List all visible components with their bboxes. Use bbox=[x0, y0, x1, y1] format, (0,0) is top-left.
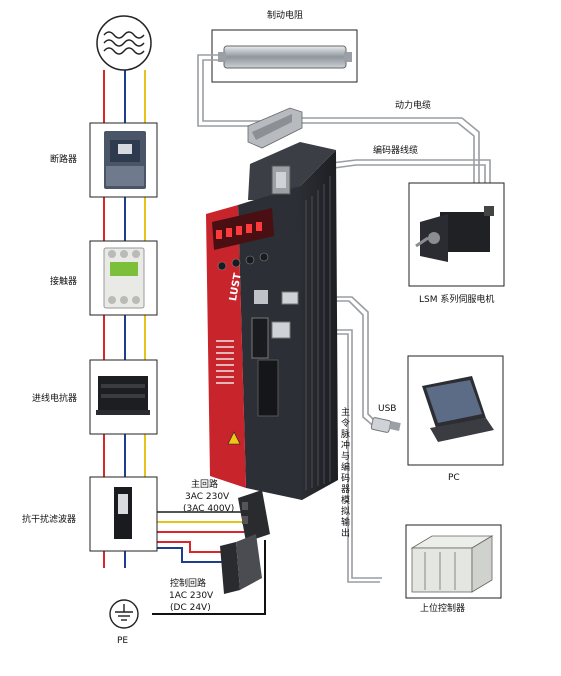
main-circuit-voltage: 3AC 230V bbox=[185, 492, 230, 502]
control-circuit-voltage: 1AC 230V bbox=[169, 591, 214, 601]
braking-resistor bbox=[211, 29, 358, 83]
reactor-box bbox=[89, 359, 158, 435]
filter-box bbox=[89, 476, 158, 552]
breaker-label: 断路器 bbox=[50, 155, 78, 165]
usb-label: USB bbox=[378, 404, 397, 414]
braking-resistor-label: 制动电阻 bbox=[267, 11, 304, 21]
control-circuit-plug bbox=[220, 534, 262, 594]
pc-label: PC bbox=[448, 473, 460, 483]
laptop-pc bbox=[407, 355, 504, 466]
main-circuit-plug bbox=[238, 490, 270, 542]
filter-label: 抗干扰滤波器 bbox=[22, 515, 77, 525]
encoder-cable-label: 编码器线缆 bbox=[373, 146, 419, 156]
main-circuit-title: 主回路 bbox=[191, 480, 219, 490]
contactor-box bbox=[89, 240, 158, 316]
contactor-label: 接触器 bbox=[50, 277, 78, 287]
host-controller bbox=[405, 524, 502, 599]
sine-wave-icon bbox=[96, 15, 152, 71]
pulse-line-label: 主令脉冲与编码器模拟输出 bbox=[340, 408, 350, 539]
pe-label: PE bbox=[117, 636, 129, 646]
motor-label: LSM 系列伺服电机 bbox=[419, 295, 495, 305]
host-controller-label: 上位控制器 bbox=[420, 604, 466, 614]
filter-to-drive-wires bbox=[152, 511, 266, 615]
servo-motor bbox=[408, 182, 505, 287]
breaker-box bbox=[89, 122, 158, 198]
usb-plug bbox=[370, 417, 401, 433]
power-cable-label: 动力电缆 bbox=[395, 101, 432, 111]
reactor-label: 进线电抗器 bbox=[32, 394, 78, 404]
control-circuit-alt-voltage: (DC 24V) bbox=[170, 603, 211, 613]
main-circuit-alt-voltage: (3AC 400V) bbox=[183, 504, 235, 514]
servo-drive bbox=[206, 107, 338, 500]
control-circuit-title: 控制回路 bbox=[170, 579, 207, 589]
ground-icon bbox=[109, 599, 139, 629]
resistor-cables bbox=[197, 54, 262, 127]
